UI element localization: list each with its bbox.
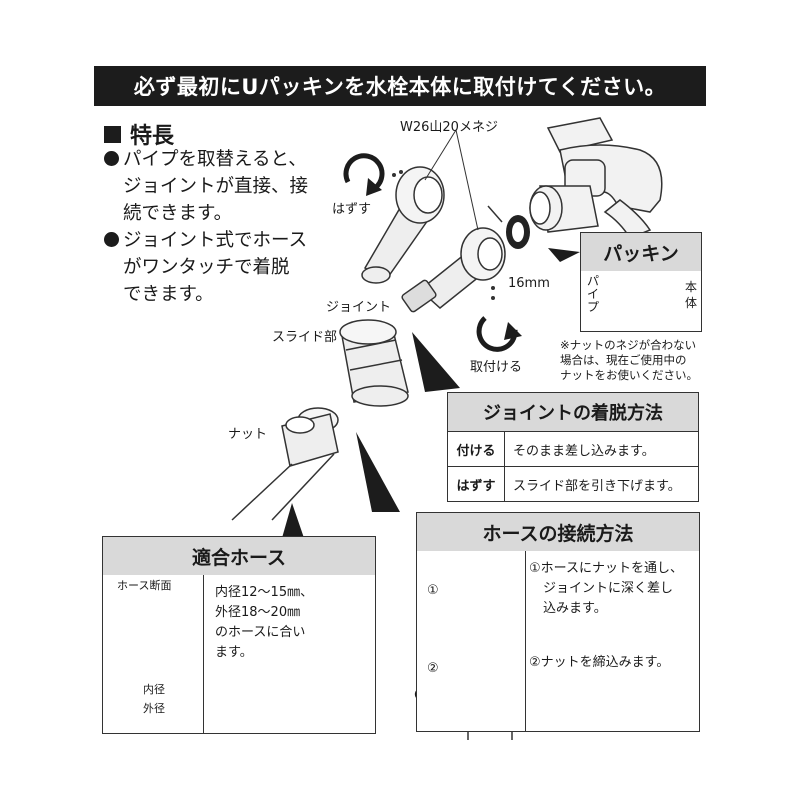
- pointer-wedge-joint: [412, 332, 460, 392]
- label-remove: はずす: [332, 202, 372, 217]
- square-bullet-icon: [104, 125, 121, 143]
- hose-fit-panel: 適合ホース ホース断面 内径 外径 内径12～15㎜、 外径18～20㎜ のホー…: [102, 536, 376, 734]
- bullet-icon: [104, 151, 119, 166]
- joint-method-row: はずす スライド部を引き下げます。: [448, 466, 698, 501]
- hose-line: [231, 453, 335, 521]
- label-size: 16mm: [508, 276, 550, 291]
- faucet-body: [529, 117, 663, 239]
- joint-method-panel: ジョイントの着脱方法 付ける そのまま差し込みます。 はずす スライド部を引き下…: [447, 392, 699, 502]
- old-pipe: [361, 166, 445, 284]
- packing-note: ※ナットのネジが合わない 場合は、現在ご使用中の ナットをお使いください。: [560, 338, 698, 382]
- hose-fit-text: 内径12～15㎜、 外径18～20㎜ のホースに合い ます。: [215, 585, 314, 660]
- pointer-wedge-packing: [548, 248, 580, 262]
- label-attach: 取付ける: [470, 360, 523, 375]
- hose-section-label: ホース断面: [117, 579, 172, 592]
- label-slide: スライド部: [272, 330, 338, 345]
- packing-title: パッキン: [581, 233, 701, 271]
- label-thread: W26山20メネジ: [400, 120, 498, 135]
- hose-fit-title: 適合ホース: [103, 537, 375, 575]
- step1-number: ①: [427, 583, 439, 598]
- label-joint: ジョイント: [326, 300, 392, 315]
- joint-method-title: ジョイントの着脱方法: [448, 393, 698, 431]
- hose-connect-panel: ホースの接続方法 ① ② ①ホースにナットを通し、 ジョイントに深く差し 込みま…: [416, 512, 700, 732]
- connect-step-2: ②ナットを締込みます。: [529, 655, 670, 670]
- connect-step-1: ①ホースにナットを通し、 ジョイントに深く差し 込みます。: [529, 561, 684, 616]
- feature-item-1: パイプを取替えると、 ジョイントが直接、接 続できます。: [104, 146, 308, 227]
- bullet-icon: [104, 232, 119, 247]
- hose-connect-title: ホースの接続方法: [417, 513, 699, 551]
- packing-pipe-label: パイプ: [587, 274, 600, 314]
- packing-body-label: 本体: [685, 280, 698, 310]
- outer-diameter-label: 外径: [143, 702, 165, 715]
- warning-banner: 必ず最初にUパッキンを水栓本体に取付けてください。: [94, 66, 706, 106]
- features-title: 特長: [104, 118, 174, 150]
- packing-panel: パッキン パイプ 本体: [580, 232, 702, 332]
- new-pipe: [401, 227, 506, 313]
- hose-nut: [281, 407, 339, 467]
- slide-connector: [339, 319, 409, 407]
- label-nut: ナット: [228, 427, 268, 442]
- pointer-wedge-fit: [282, 503, 304, 538]
- inner-diameter-label: 内径: [143, 683, 165, 696]
- pointer-wedge-hose: [356, 432, 400, 512]
- rotate-arrow-attach: [476, 316, 518, 352]
- joint-method-row: 付ける そのまま差し込みます。: [448, 431, 698, 466]
- rotate-arrow-remove: [343, 153, 385, 190]
- step2-number: ②: [427, 661, 439, 676]
- feature-item-2: ジョイント式でホース がワンタッチで着脱 できます。: [104, 227, 307, 308]
